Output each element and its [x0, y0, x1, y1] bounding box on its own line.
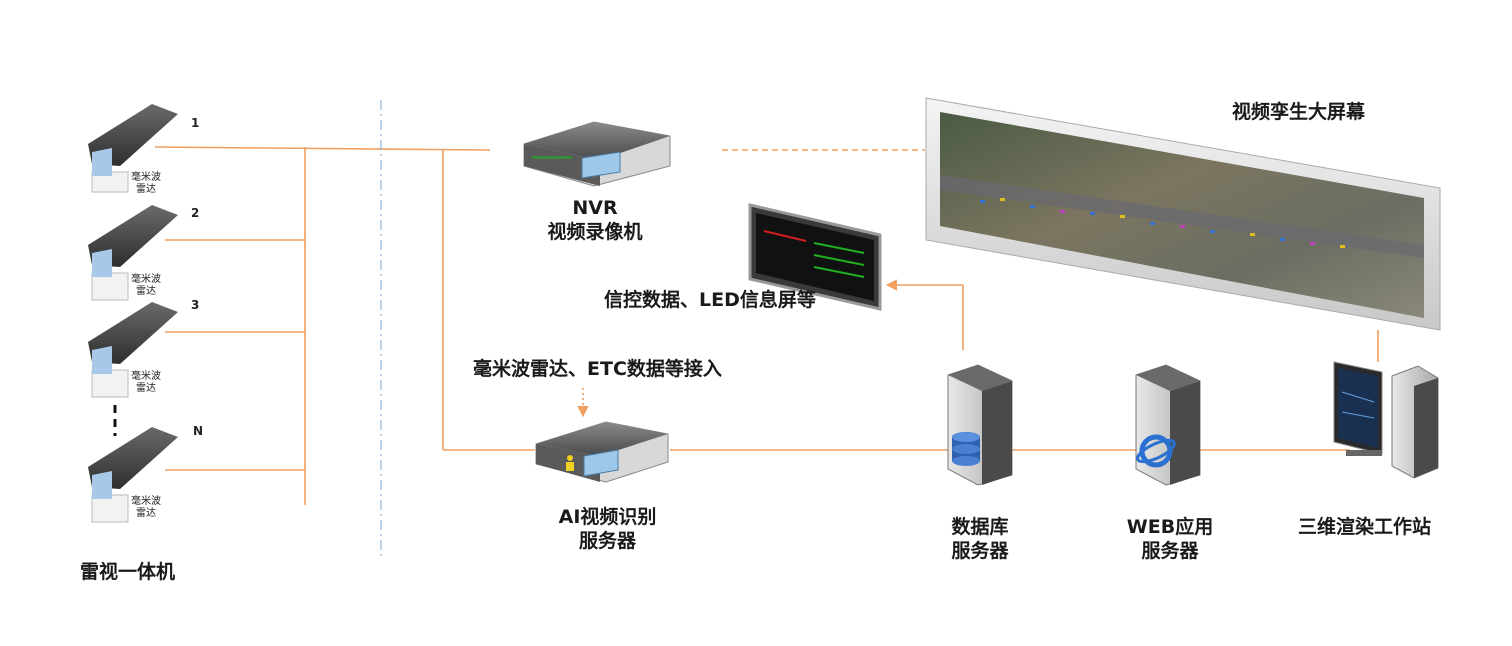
camera-unit-3: [88, 302, 178, 398]
radar-input-label: 毫米波雷达、ETC数据等接入: [473, 358, 722, 380]
database-icon: [952, 432, 980, 466]
led-screen: [748, 203, 882, 311]
database-server: [947, 364, 1013, 486]
web-server-label: WEB应用 服务器: [1126, 516, 1214, 562]
ai-server-label: AI视频识别 服务器: [558, 506, 657, 552]
camera-number-n: N: [193, 424, 204, 438]
camera-unit-2: [88, 205, 178, 301]
camera-number-3: 3: [191, 298, 200, 312]
camera-label-3: 毫米波雷达: [131, 371, 161, 394]
connection-lines: [154, 146, 1379, 505]
nvr-device: [523, 121, 671, 187]
db-server-label: 数据库 服务器: [951, 516, 1009, 562]
rendering-workstation: [1333, 361, 1439, 479]
camera-label-2: 毫米波雷达: [131, 274, 161, 297]
camera-number-2: 2: [191, 206, 200, 220]
ai-person-icon: [566, 455, 574, 471]
camera-group-label: 雷视一体机: [80, 561, 176, 583]
camera-number-1: 1: [191, 116, 200, 130]
line-cam1-nvr: [154, 146, 491, 151]
big-screen: [925, 97, 1441, 331]
nvr-screen-panel: [581, 151, 621, 179]
web-server: [1135, 364, 1201, 486]
camera-label-n: 毫米波雷达: [131, 496, 161, 519]
led-label: 信控数据、LED信息屏等: [604, 289, 816, 311]
ie-browser-icon: [1136, 434, 1176, 468]
camera-unit-n: [88, 427, 178, 523]
workstation-label: 三维渲染工作站: [1298, 516, 1432, 538]
nvr-label: NVR 视频录像机: [547, 197, 643, 243]
camera-label-1: 毫米波雷达: [131, 172, 161, 195]
big-screen-label: 视频孪生大屏幕: [1232, 101, 1366, 123]
ai-server-device: [535, 421, 669, 483]
camera-unit-1: [88, 104, 178, 193]
